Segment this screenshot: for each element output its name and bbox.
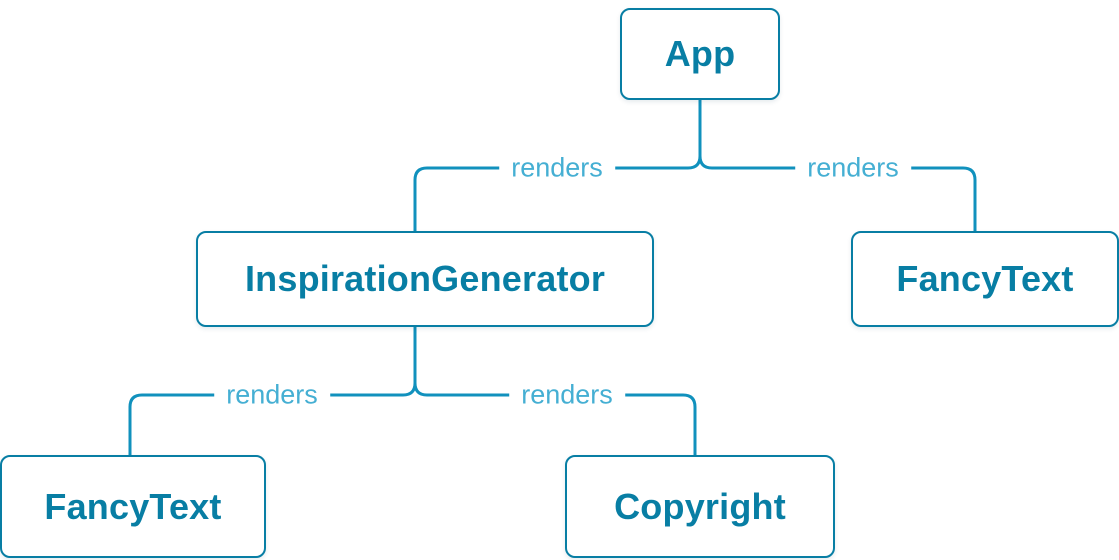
edge-label-renders: renders bbox=[795, 152, 911, 184]
edge-label-renders: renders bbox=[214, 379, 330, 411]
edge-label-renders: renders bbox=[499, 152, 615, 184]
node-fancy-text-top: FancyText bbox=[851, 231, 1119, 327]
node-fancy-text-bottom: FancyText bbox=[0, 455, 266, 558]
node-copyright: Copyright bbox=[565, 455, 835, 558]
node-inspiration-generator-label: InspirationGenerator bbox=[244, 258, 606, 299]
node-app-label: App bbox=[664, 33, 736, 74]
edge-label-renders: renders bbox=[509, 379, 625, 411]
node-fancy-text-top-label: FancyText bbox=[896, 258, 1074, 299]
node-fancy-text-bottom-label: FancyText bbox=[44, 485, 222, 527]
node-copyright-label: Copyright bbox=[614, 485, 786, 527]
node-app: App bbox=[620, 8, 780, 100]
node-inspiration-generator: InspirationGenerator bbox=[196, 231, 654, 327]
